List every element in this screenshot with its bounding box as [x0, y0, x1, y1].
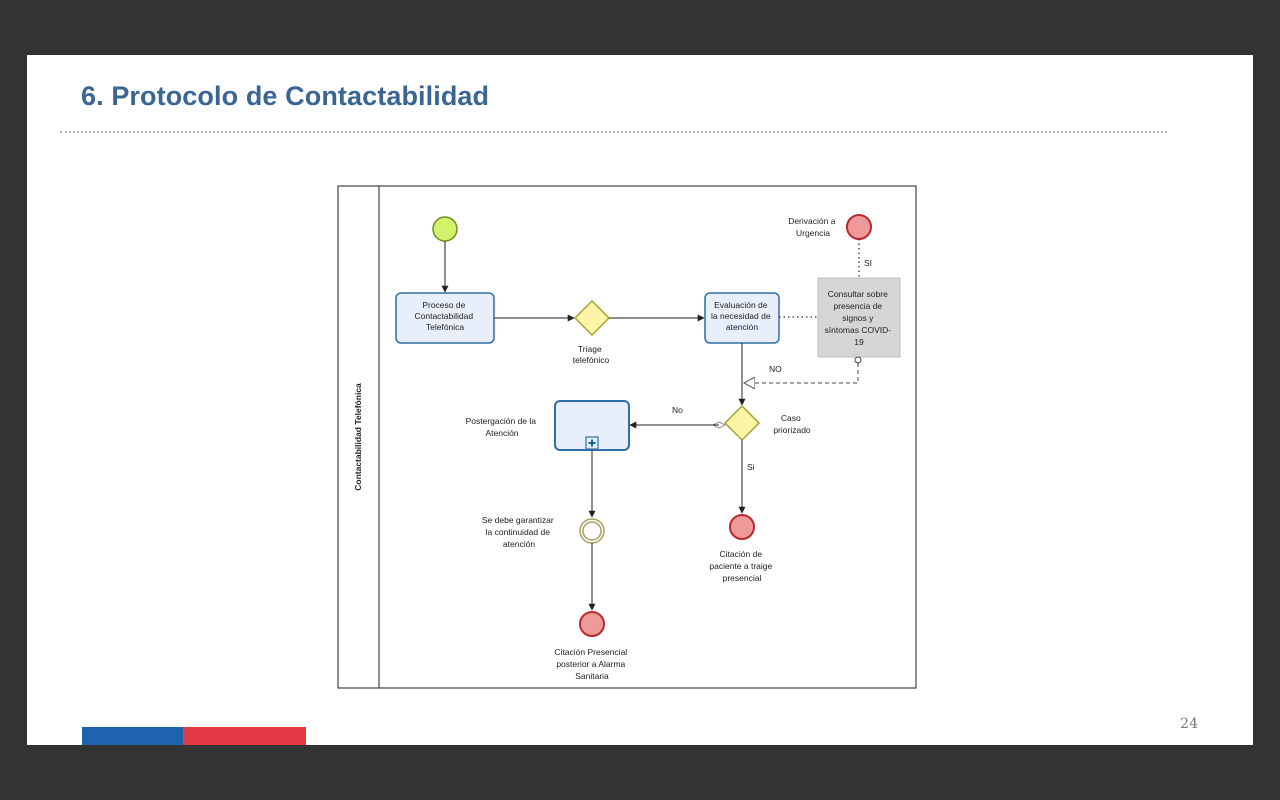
- slide-title: 6. Protocolo de Contactabilidad: [81, 81, 490, 111]
- start-event: [432, 216, 458, 242]
- intermediate-event-inner-ring: [582, 521, 602, 541]
- end-derivacion-label: Derivación a Urgencia: [788, 216, 838, 238]
- label-no-upper: NO: [769, 364, 782, 374]
- annotation-consultar: [817, 277, 901, 358]
- intermediate-garantizar-label: Se debe garantizar la continuidad de ate…: [482, 515, 556, 549]
- subprocess-plus-glyph: [588, 439, 596, 447]
- footer-flag-blue: [82, 727, 183, 745]
- gateway-caso-label: Caso priorizado: [773, 413, 811, 435]
- lane-label: Contactabilidad Telefónica: [353, 383, 363, 491]
- end-citacion-triage-label: Citación de paciente a traige presencial: [709, 549, 774, 583]
- label-si-upper: SI: [864, 258, 872, 268]
- end-event-derivacion-urgencia: [846, 214, 872, 240]
- gateway-triage-label: Triage telefónico: [573, 344, 610, 365]
- slide: 6. Protocolo de Contactabilidad Contacta…: [27, 55, 1253, 745]
- end-event-citacion-presencial: [579, 611, 605, 637]
- label-si-lower: Si: [747, 462, 755, 472]
- task-evaluacion-label: Evaluación de la necesidad de atención: [711, 300, 773, 332]
- message-flow-origin: [854, 356, 862, 364]
- bpmn-diagram: Contactabilidad Telefónica Proceso de Co…: [337, 185, 917, 689]
- footer-flag-red: [183, 727, 306, 745]
- subprocess-postergacion-label: Postergación de la Atención: [466, 416, 539, 438]
- annotation-consultar-label: Consultar sobre presencia de signos y sí…: [825, 289, 894, 347]
- label-no-lower: No: [672, 405, 683, 415]
- page-number: 24: [1180, 716, 1198, 732]
- end-citacion-presencial-label: Citación Presencial posterior a Alarma S…: [554, 647, 629, 681]
- gateway-triage: [573, 299, 611, 337]
- task-proceso-label: Proceso de Contactabilidad Telefónica: [415, 300, 476, 332]
- end-event-citacion-triage: [729, 514, 755, 540]
- title-divider: [60, 131, 1167, 133]
